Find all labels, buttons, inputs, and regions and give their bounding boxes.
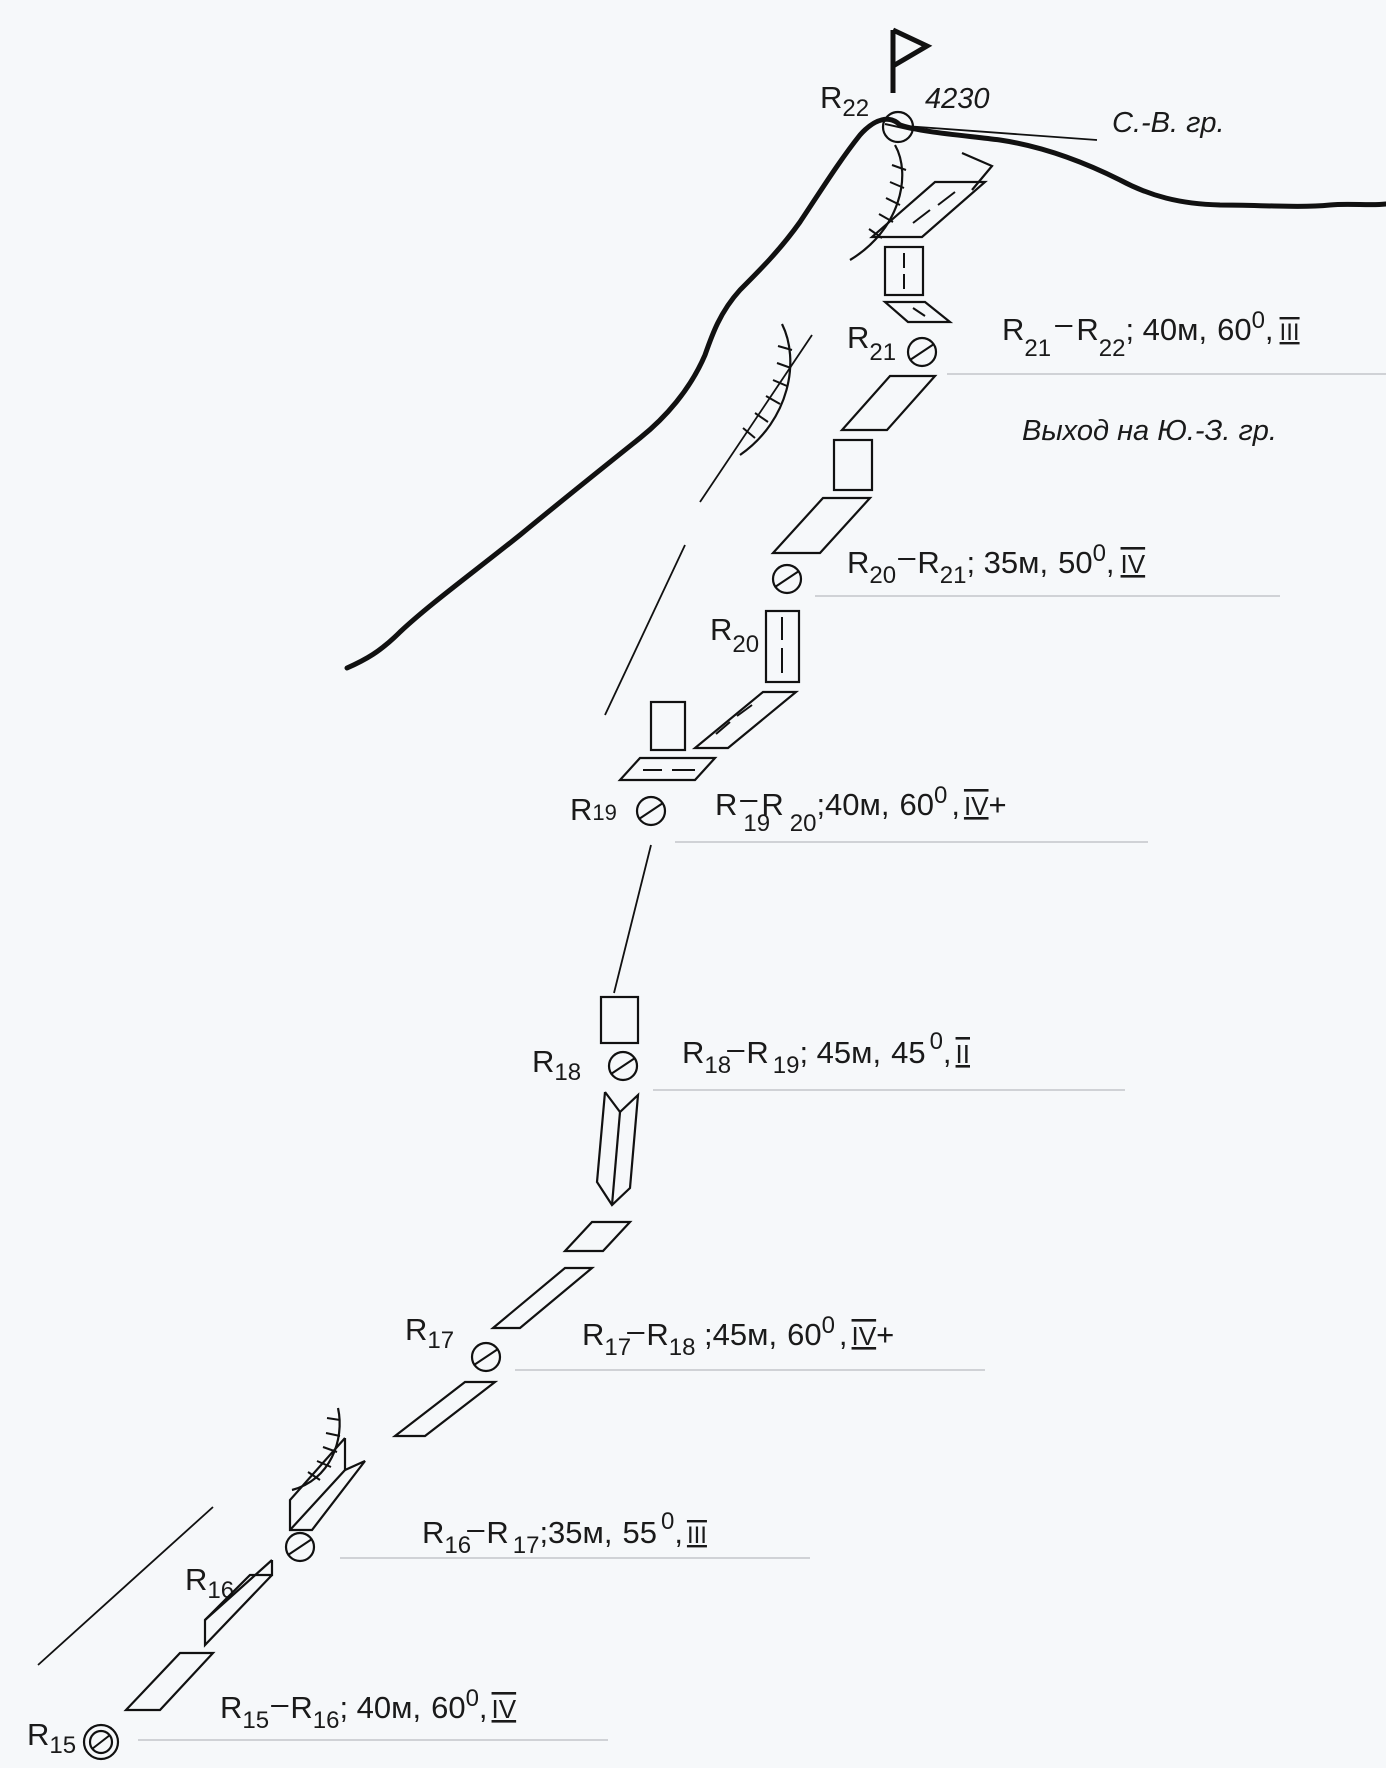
- slab-icon: [123, 1651, 216, 1712]
- segment-r17-r18: R17–R18 ;45м,600,IV+: [582, 1312, 894, 1361]
- svg-text:R19–R20;40м,600,IV+: R19–R20;40м,600,IV+: [715, 781, 1007, 837]
- wall-icon: [832, 438, 874, 492]
- overhang-icon-low: [291, 1407, 341, 1492]
- edge-line: [37, 1506, 214, 1666]
- station-r21-icon: [906, 336, 938, 368]
- station-label-r16: R16: [185, 1562, 234, 1604]
- svg-text:R17–R18 ;45м,600,IV+: R17–R18 ;45м,600,IV+: [582, 1312, 894, 1361]
- station-r17-icon: [470, 1341, 502, 1373]
- segment-r19-r20: R19–R20;40м,600,IV+: [715, 781, 1007, 837]
- svg-text:R21–R22; 40м,600,III: R21–R22; 40м,600,III: [1002, 306, 1300, 362]
- segment-r20-r21: R20–R21; 35м,500,IV: [847, 539, 1146, 589]
- overhang-icon-top: [849, 144, 907, 261]
- station-label-r17: R17: [405, 1312, 454, 1354]
- station-r16-icon: [284, 1531, 316, 1563]
- wall-icon: [764, 609, 801, 684]
- segment-r21-r22: R21–R22; 40м,600,III: [1002, 306, 1300, 362]
- slab-icon: [691, 690, 800, 750]
- station-label-r19: R19: [570, 792, 617, 827]
- ne-ridge-pointer: [904, 125, 1098, 141]
- edge-line: [613, 844, 652, 994]
- dihedral-icon: [288, 1437, 366, 1532]
- station-r22-icon: [881, 110, 915, 144]
- overhang-icon-mid: [739, 323, 793, 456]
- station-label-r20: R20: [710, 612, 759, 658]
- station-label-r18: R18: [532, 1044, 581, 1086]
- edge-line: [699, 334, 813, 503]
- slab-icon: [391, 1380, 499, 1438]
- station-label-r21: R21: [847, 320, 896, 366]
- ridge-line: [344, 116, 903, 671]
- svg-text:R15–R16; 40м,600,IV: R15–R16; 40м,600,IV: [220, 1685, 517, 1734]
- svg-text:R20–R21; 35м,500,IV: R20–R21; 35м,500,IV: [847, 539, 1146, 589]
- ledge-icon: [882, 300, 954, 324]
- dihedral-icon: [203, 1559, 274, 1648]
- summit-station-label: R22: [820, 80, 869, 122]
- segment-r15-r16: R15–R16; 40м,600,IV: [220, 1685, 517, 1734]
- ne-ridge-line: [897, 122, 1386, 209]
- station-r19-icon: [635, 795, 667, 827]
- station-r18-icon: [607, 1050, 639, 1082]
- station-r20-icon: [771, 563, 803, 595]
- exit-note: Выход на Ю.-З. гр.: [1022, 415, 1277, 447]
- edge-line: [604, 544, 686, 716]
- station-label-r15: R15: [27, 1717, 76, 1759]
- wall-icon: [649, 700, 687, 752]
- wall-icon: [599, 995, 640, 1045]
- summit-elevation: 4230: [925, 83, 990, 115]
- svg-text:R16–R17;35м,550,III: R16–R17;35м,550,III: [422, 1508, 707, 1559]
- wall-icon: [883, 245, 925, 297]
- slab-icon: [489, 1266, 596, 1330]
- ledge-icon: [562, 1220, 633, 1253]
- ledge-icon: [617, 756, 718, 782]
- dihedral-icon: [595, 1091, 640, 1207]
- summit-flag-icon: [890, 27, 933, 93]
- slab-icon: [839, 374, 938, 432]
- slab-icon: [770, 496, 873, 555]
- ne-ridge-label: С.-В. гр.: [1112, 107, 1225, 139]
- slab-outline: [961, 151, 994, 191]
- slab-icon: [869, 180, 988, 239]
- station-r15-icon: [82, 1723, 120, 1761]
- svg-text:R18–R19; 45м,450,II: R18–R19; 45м,450,II: [682, 1028, 970, 1079]
